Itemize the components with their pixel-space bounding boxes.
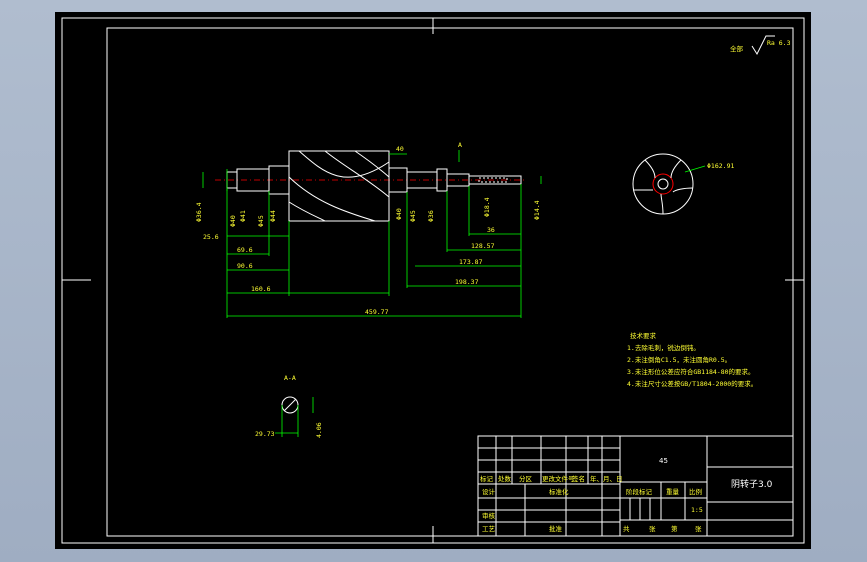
- dim-v-1: Φ36.4: [195, 202, 203, 222]
- tb-standard: 标准化: [549, 487, 569, 496]
- section-label: A-A: [284, 374, 296, 382]
- tb-total: 共: [623, 524, 630, 533]
- dim-h-5: 459.77: [365, 308, 389, 316]
- roughness-symbol: [751, 35, 775, 56]
- section-width: 29.73: [255, 430, 275, 438]
- rotor-bore: [657, 178, 669, 190]
- tb-material: 45: [659, 457, 668, 465]
- dim-h-4: 160.6: [251, 285, 271, 293]
- section-arrow-label: A: [458, 141, 462, 149]
- dim-h-10: 40: [396, 145, 404, 153]
- dim-v-3: Φ41: [239, 210, 247, 222]
- horizontal-dimensions: 25.6 69.6 90.6 160.6 459.77 36 128.57 17…: [203, 145, 522, 318]
- shaft-step-8: [468, 175, 522, 185]
- helix-2: [288, 176, 376, 222]
- dim-h-8: 173.87: [459, 258, 483, 266]
- tb-scale-label: 比例: [689, 487, 702, 496]
- dim-v-6: Φ40: [395, 208, 403, 220]
- drawing-sheet: 全部 Ra 6.3: [55, 12, 811, 549]
- inner-frame: [106, 27, 794, 537]
- dim-h-2: 69.6: [237, 246, 253, 254]
- dim-v-7: Φ45: [409, 210, 417, 222]
- tb-stage-mark: 阶段标记: [626, 487, 653, 496]
- lobe-3: [672, 187, 694, 193]
- tech-req-3: 3.未注形位公差应符合GB1184-80的要求。: [627, 367, 755, 376]
- rotor-main-view: [215, 150, 525, 222]
- tech-req-2: 2.未注倒角C1.5，未注圆角R0.5。: [627, 355, 731, 364]
- tech-req-1: 1.去除毛刺，锐边倒钝。: [627, 343, 700, 352]
- title-block: 标记 处数 分区 更改文件号 签名 年、月、日 设计 标准化 审核 工艺 批准 …: [477, 435, 794, 537]
- section-depth: 4.06: [315, 422, 323, 438]
- roughness-value: Ra 6.3: [767, 39, 791, 47]
- section-view: A-A 29.73 4.06: [255, 374, 323, 438]
- dim-v-8: Φ36: [427, 210, 435, 222]
- helix-4: [288, 201, 326, 222]
- tb-page-unit: 张: [695, 524, 702, 533]
- tb-approve: 批准: [549, 524, 563, 533]
- keyway: [478, 177, 508, 183]
- tb-scale: 1:5: [691, 506, 703, 514]
- dim-h-6: 36: [487, 226, 495, 234]
- vertical-dimensions: Φ36.4 Φ40 Φ41 Φ45 Φ44 Φ40 Φ45 Φ36 Φ18.4 …: [195, 169, 542, 227]
- tb-zone: 分区: [519, 474, 533, 483]
- lobe-4: [660, 193, 664, 215]
- rotor-hub: [652, 173, 674, 195]
- outer-frame: [61, 17, 805, 544]
- rotor-end-view: Φ162.91: [632, 153, 734, 215]
- tb-weight: 重量: [666, 488, 680, 496]
- tb-title: 阴转子3.0: [731, 478, 773, 490]
- drawing-canvas: 全部 Ra 6.3: [61, 17, 805, 544]
- tb-change-doc: 更改文件号: [542, 474, 575, 483]
- tech-req-4: 4.未注尺寸公差按GB/T1804-2000的要求。: [627, 379, 757, 388]
- tb-date: 年、月、日: [590, 474, 623, 483]
- dim-h-9: 198.37: [455, 278, 479, 286]
- rotor-diameter: Φ162.91: [707, 162, 734, 170]
- dim-h-1: 25.6: [203, 233, 219, 241]
- tech-requirements: 技术要求 1.去除毛刺，锐边倒钝。 2.未注倒角C1.5，未注圆角R0.5。 3…: [627, 331, 757, 388]
- tb-page: 第: [671, 524, 678, 533]
- tech-req-heading: 技术要求: [630, 331, 657, 340]
- helix-1: [298, 150, 390, 178]
- dim-h-3: 90.6: [237, 262, 253, 270]
- dim-h-7: 128.57: [471, 242, 495, 250]
- tb-sign: 签名: [572, 474, 585, 483]
- tb-design: 设计: [482, 487, 496, 496]
- dim-v-5: Φ44: [269, 210, 277, 222]
- roughness-all-label: 全部: [730, 44, 744, 53]
- dim-v-10: Φ14.4: [533, 200, 541, 220]
- dim-v-2: Φ40: [229, 215, 237, 227]
- rotor-outer-circle: [632, 153, 694, 215]
- tb-count: 处数: [498, 474, 512, 483]
- lobe-2: [670, 159, 682, 179]
- dim-v-9: Φ18.4: [483, 197, 491, 217]
- dim-v-4: Φ45: [257, 215, 265, 227]
- helix-3: [324, 150, 390, 198]
- tb-mark: 标记: [480, 474, 494, 483]
- tb-review: 审核: [482, 511, 496, 520]
- tb-sheet: 张: [649, 524, 656, 533]
- tb-process: 工艺: [482, 525, 496, 533]
- helix-5: [354, 150, 390, 178]
- lobe-1: [644, 159, 656, 179]
